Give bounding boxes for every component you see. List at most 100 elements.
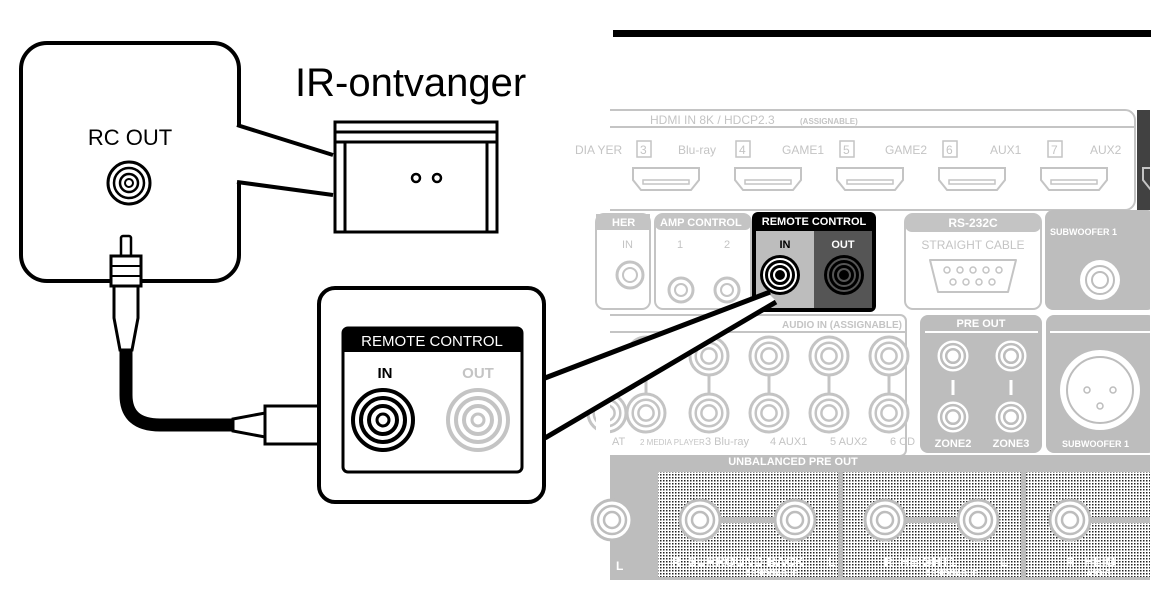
rear-remote-out-label: OUT [831,239,855,251]
audio-in-label: 2 MEDIA PLAYER [640,438,705,447]
amp-port-1-jack [667,276,695,304]
r-label: R [1066,555,1075,569]
unbalanced-jack [1048,498,1092,542]
audio-in-jack [808,392,850,434]
zone2-label: ZONE2 [935,438,972,450]
hdmi-input-number: 6 [946,143,953,157]
subwoofer-top-label: SUBWOOFER 1 [1050,227,1117,237]
hdmi-input-name: GAME1 [782,143,824,157]
pre-out-header: PRE OUT [957,318,1006,330]
amp-port-1-label: 1 [677,239,683,251]
group-name: SURROUND BACK [688,554,805,569]
audio-in-jack [688,392,730,434]
unbalanced-header: UNBALANCED PRE OUT [728,456,858,468]
hdmi-port [1040,167,1108,191]
hdmi-port [734,167,802,191]
unbalanced-jack [863,498,907,542]
amp-control-header: AMP CONTROL [660,217,742,229]
group-sub: ASSIGNABLE [745,569,798,578]
unbalanced-group-height1: R HEIGHT1 L ASSIGNABLE [884,554,1007,578]
rear-remote-in-jack [760,255,800,295]
r-label: R [672,555,681,569]
l-label: L [828,555,835,569]
hdmi-input: GAME2 6 [885,140,1006,191]
audio-in-jack [868,335,910,377]
hdmi-input-number: 3 [640,143,647,157]
group-sub: ASSIGNABLE [925,569,978,578]
audio-in-header: AUDIO IN (ASSIGNABLE) [782,320,902,331]
zoom-in-jack [351,388,415,452]
hdmi-port [1142,167,1169,191]
hdmi-input-name: GAME2 [885,143,927,157]
callout-line [544,289,771,381]
unbalanced-jack [590,498,634,542]
group-sub: ASSIG [1086,569,1111,578]
subwoofer-xlr-label: SUBWOOFER 1 [1062,439,1129,449]
zoom-out-label: OUT [462,365,494,382]
audio-in-label: AT [612,436,626,448]
group-name: HEIGHT1 [900,554,956,569]
r-label: R [884,555,893,569]
rear-remote-header: REMOTE CONTROL [762,216,867,228]
rc-out-label: RC OUT [88,125,172,150]
hdmi-input-name: AUX1 [990,143,1022,157]
hdmi-port [938,167,1006,191]
audio-in-label: 6 CD [890,436,915,448]
hdmi-input: GAME1 5 [782,140,904,191]
unbalanced-group-surround-back: R SURROUND BACK L ASSIGNABLE [672,554,835,578]
unbalanced-group-height2: R HEIG ASSIG [1066,554,1116,578]
rs232c-port [929,259,1017,293]
hdmi-port [836,167,904,191]
hdmi-port [632,167,700,191]
zoom-remote-control: REMOTE CONTROL IN OUT [317,286,546,504]
unbalanced-jack [773,498,817,542]
audio-in-label: 5 AUX2 [830,436,867,448]
pre-out-jack [934,337,972,375]
audio-in-jack [625,392,667,434]
rear-remote-in-label: IN [780,239,791,251]
ir-receiver-title: IR-ontvanger [295,61,526,105]
pre-out-jack [992,398,1030,436]
hdmi-input: AUX1 7 [990,140,1108,191]
hdmi-input-number: 7 [1051,143,1058,157]
zoom-in-label: IN [378,365,393,382]
ir-sensor-dot [410,172,422,184]
rear-remote-out-jack [824,255,864,295]
amp-port-2-jack [713,276,741,304]
audio-in-jack [868,392,910,434]
hdmi-input-name: Blu-ray [678,143,716,157]
audio-in-label: 4 AUX1 [770,436,807,448]
hdmi-input: Blu-ray 4 [678,140,802,191]
zone3-label: ZONE3 [993,438,1030,450]
group-name: HEIG [1084,554,1116,569]
hdmi-input-number: 4 [739,143,746,157]
amp-port-2-label: 2 [724,239,730,251]
hdmi-input: DIA YER 3 [575,140,700,191]
zoom-out-jack [446,388,510,452]
l-label-edge: L [616,559,623,573]
other-in: IN [622,239,633,251]
pre-out-jack [934,398,972,436]
audio-in-jack [748,392,790,434]
unbalanced-jack [678,498,722,542]
rs232c-header: RS-232C [948,216,998,230]
audio-in-label: 3 Blu-ray [705,436,750,448]
page-rule [613,30,1151,37]
hdmi-header: HDMI IN 8K / HDCP2.3 [650,113,775,127]
other-header: HER [612,217,635,229]
hdmi-input-name: DIA YER [575,143,622,157]
zoom-header: REMOTE CONTROL [361,333,503,350]
hdmi-input-number: 5 [843,143,850,157]
hdmi-input-name: AUX2 [1090,143,1122,157]
hdmi-assignable: (ASSIGNABLE) [800,117,858,126]
rs232c-sub: STRAIGHT CABLE [921,238,1024,252]
l-label: L [1000,555,1007,569]
audio-in-jack [748,335,790,377]
callout-line [543,299,778,441]
rca-cable [109,234,351,446]
ir-receiver [333,120,499,234]
audio-in-jack [808,335,850,377]
rc-out-jack [106,160,152,206]
subwoofer-xlr-jack [1060,350,1140,430]
